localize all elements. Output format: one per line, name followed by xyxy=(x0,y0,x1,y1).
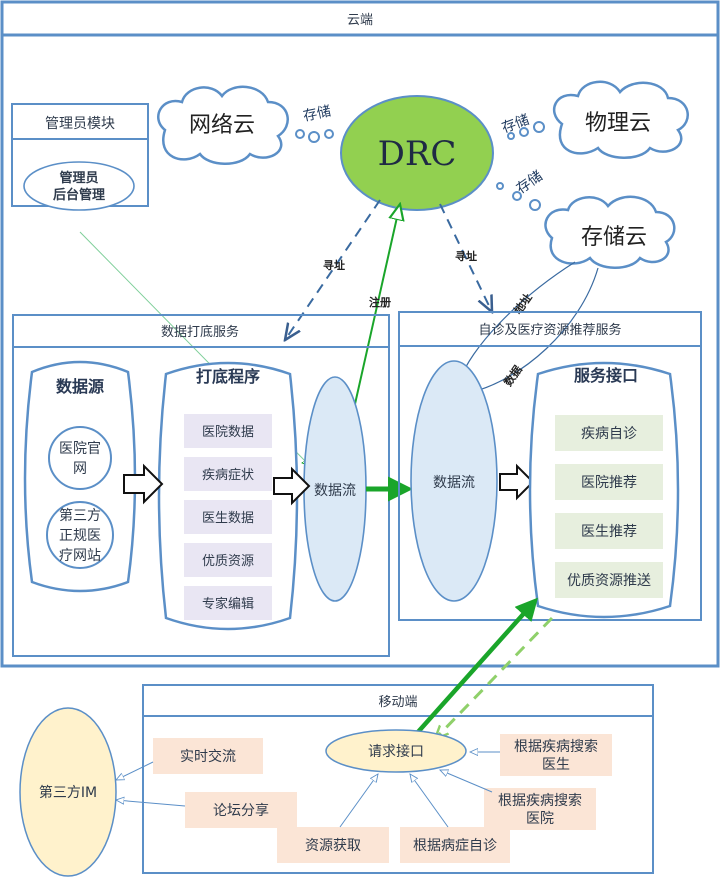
third-party-im-node xyxy=(19,707,117,877)
request-api-node xyxy=(325,729,467,773)
seek-arrow-right xyxy=(439,203,492,312)
program-item xyxy=(184,414,272,448)
search-doctor-line1: 根据疾病搜索 xyxy=(514,738,598,755)
search-hospital-box xyxy=(484,788,596,830)
program-item xyxy=(184,586,272,620)
flow-arrow-program-to-stream xyxy=(273,466,311,506)
data-stream-right-label: 数据流 xyxy=(433,475,475,491)
seek-label-left: 寻址 xyxy=(323,258,345,272)
drc-node xyxy=(340,95,494,211)
program-item-label: 医生数据 xyxy=(202,511,254,526)
realtime-chat-label: 实时交流 xyxy=(180,748,236,765)
program-item-label: 医院数据 xyxy=(202,425,254,440)
program-item-label: 疾病症状 xyxy=(202,468,254,483)
api-item xyxy=(555,464,663,500)
forum-share-box xyxy=(185,792,297,828)
hospital-site-node xyxy=(48,426,112,490)
api-item-label: 医生推荐 xyxy=(581,524,637,540)
forum-share-label: 论坛分享 xyxy=(213,802,269,819)
third-party-im-label: 第三方IM xyxy=(39,784,97,801)
program-item-label: 专家编辑 xyxy=(202,596,254,612)
third-party-site-line3: 疗网站 xyxy=(59,548,101,564)
resource-fetch-box xyxy=(277,827,389,863)
service-api-title: 服务接口 xyxy=(574,366,638,385)
admin-module-title: 管理员模块 xyxy=(45,116,115,132)
third-party-site-line2: 正规医 xyxy=(59,528,101,544)
program-item xyxy=(184,543,272,577)
physical-cloud-icon xyxy=(552,80,689,159)
data-stream-left-label: 数据流 xyxy=(314,483,356,499)
register-arrow xyxy=(354,204,400,405)
api-item-label: 医院推荐 xyxy=(581,475,637,491)
mobile-panel xyxy=(142,684,654,874)
data-source-title: 数据源 xyxy=(56,377,104,396)
program-item-label: 优质资源 xyxy=(202,554,254,569)
api-item xyxy=(555,562,663,598)
cloud-end-title: 云端 xyxy=(347,13,373,28)
physical-cloud-label: 物理云 xyxy=(585,111,651,136)
drc-label: DRC xyxy=(378,134,457,174)
third-party-site-node xyxy=(46,501,114,569)
seek-label-right: 寻址 xyxy=(455,249,477,263)
data-link xyxy=(471,267,599,393)
symptom-to-request-arrow xyxy=(410,774,449,828)
request-api-label: 请求接口 xyxy=(368,743,424,760)
data-stream-right xyxy=(410,360,498,602)
data-service-title: 数据打底服务 xyxy=(161,324,239,340)
forum-to-im-arrow xyxy=(116,800,186,807)
resource-to-request-arrow xyxy=(339,774,378,828)
register-label: 注册 xyxy=(369,295,391,309)
search-doctor-line2: 医生 xyxy=(542,757,570,773)
storage-cloud-icon xyxy=(544,195,676,269)
third-party-site-line1: 第三方 xyxy=(59,507,101,524)
network-cloud-icon xyxy=(157,85,289,165)
program-title: 打底程序 xyxy=(196,367,260,386)
realtime-chat-box xyxy=(153,738,263,774)
storage-cloud-label: 存储云 xyxy=(581,225,647,250)
search-hospital-line2: 医院 xyxy=(526,811,554,827)
symptom-self-diag-label: 根据病症自诊 xyxy=(413,838,497,854)
admin-backend-line1: 管理员 xyxy=(59,170,98,186)
hospital-to-request-arrow xyxy=(440,770,493,793)
symptom-self-diag-box xyxy=(400,827,510,863)
admin-backend xyxy=(23,161,135,211)
search-doctor-box xyxy=(500,734,612,776)
storage-label-left: 存储 xyxy=(302,103,333,124)
storage-dots-lower xyxy=(496,182,541,211)
network-cloud-label: 网络云 xyxy=(189,113,255,138)
resource-fetch-label: 资源获取 xyxy=(305,838,361,854)
search-hospital-line1: 根据疾病搜索 xyxy=(498,792,582,809)
program-item xyxy=(184,500,272,534)
request-to-api-arrow xyxy=(416,597,538,734)
api-item-label: 疾病自诊 xyxy=(581,426,637,442)
flow-arrow-stream-to-api xyxy=(499,463,535,501)
flow-arrow-source-to-program xyxy=(123,463,164,505)
hospital-site-line1: 医院官 xyxy=(59,441,101,457)
api-to-request-arrow xyxy=(436,616,554,738)
api-item xyxy=(555,513,663,549)
api-item-label: 优质资源推送 xyxy=(567,573,651,589)
recommend-service-title: 自诊及医疗资源推荐服务 xyxy=(478,322,621,338)
api-item xyxy=(555,415,663,451)
program-item xyxy=(184,457,272,491)
storage-dots-right xyxy=(507,121,545,140)
admin-backend-line2: 后台管理 xyxy=(53,187,105,203)
storage-dots-left xyxy=(295,129,334,143)
hospital-site-line2: 网 xyxy=(73,461,87,477)
seek-arrow-left xyxy=(285,199,381,340)
chat-to-im-arrow xyxy=(116,761,154,780)
mobile-title: 移动端 xyxy=(378,695,417,710)
